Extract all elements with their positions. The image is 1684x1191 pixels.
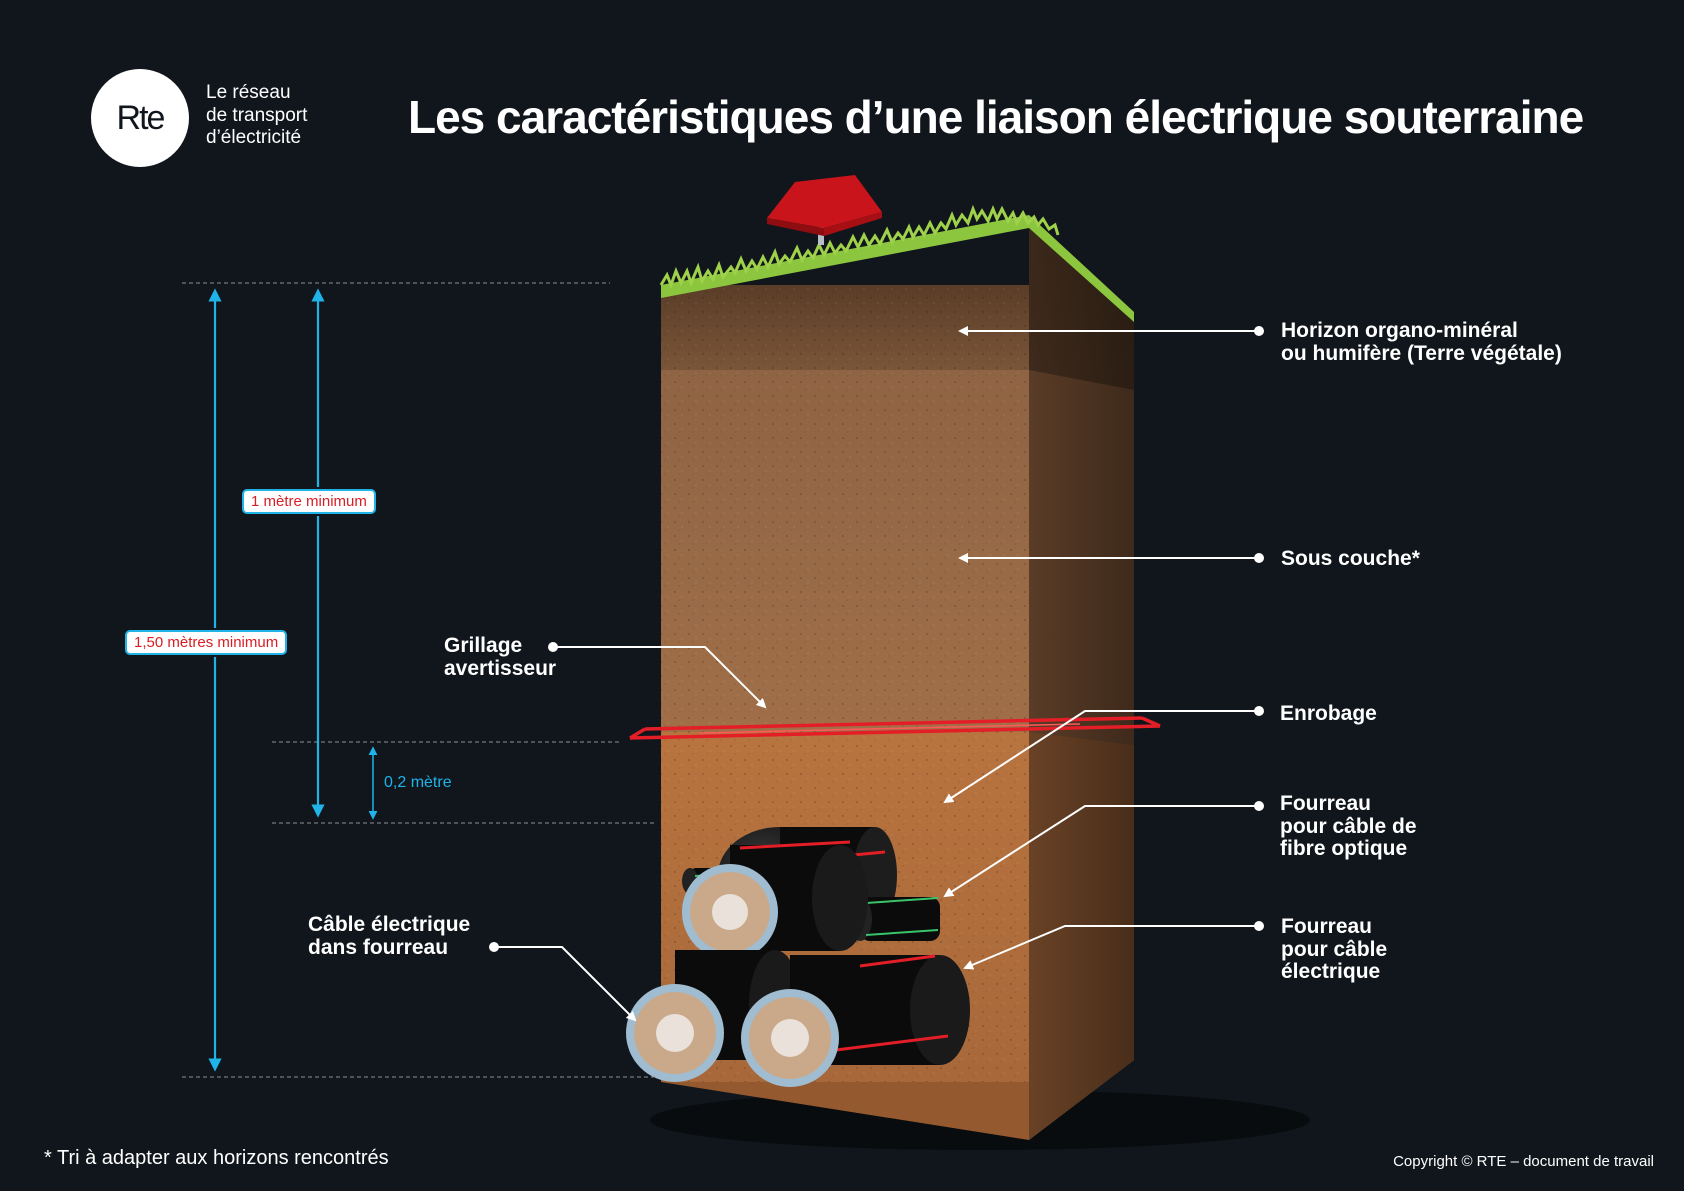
label-fourreau-fibre: Fourreau pour câble de fibre optique [1280, 792, 1417, 861]
warning-mesh [629, 716, 1161, 740]
dim-one-fifty: 1,50 mètres minimum [125, 630, 288, 655]
label-line: électrique [1281, 960, 1381, 983]
tagline-line: Le réseau [206, 82, 291, 103]
label-cable: Câble électrique dans fourreau [308, 913, 471, 959]
label-enrobage: Enrobage [1280, 702, 1377, 726]
rte-tagline: Le réseau de transport d’électricité [206, 82, 307, 150]
label-line: Fourreau [1281, 915, 1373, 938]
label-grillage: Grillage avertisseur [444, 634, 557, 680]
dimension-guides [182, 282, 655, 1078]
label-line: fibre optique [1280, 837, 1408, 860]
copyright: Copyright © RTE – document de travail [1393, 1153, 1654, 1170]
footnote: * Tri à adapter aux horizons rencontrés [44, 1147, 389, 1169]
dim-zero-two: 0,2 mètre [384, 774, 452, 791]
label-fourreau-cable: Fourreau pour câble électrique [1281, 915, 1388, 984]
label-line: dans fourreau [308, 935, 449, 959]
label-sous-couche: Sous couche* [1281, 547, 1420, 571]
warning-marker [767, 175, 882, 245]
rte-logo-text: Rte [116, 98, 166, 137]
label-line: Fourreau [1280, 792, 1372, 815]
label-line: Grillage [444, 634, 523, 657]
tagline-line: de transport [206, 104, 308, 126]
label-line: Sous couche* [1281, 547, 1420, 570]
conduits [626, 827, 970, 1087]
label-line: Horizon organo-minéral [1281, 319, 1518, 342]
label-line: avertisseur [444, 656, 557, 680]
callout-dots [489, 326, 1264, 952]
page-title: Les caractéristiques d’une liaison élect… [408, 91, 1584, 143]
label-line: ou humifère (Terre végétale) [1281, 341, 1562, 365]
rte-logo: Rte [91, 69, 189, 167]
label-line: pour câble [1281, 937, 1388, 961]
callout-leaders [494, 326, 1258, 1022]
dim-one-meter: 1 mètre minimum [242, 489, 376, 514]
dimension-arrows [208, 288, 378, 1072]
tagline-line: d’électricité [206, 127, 302, 148]
label-horizon: Horizon organo-minéral ou humifère (Terr… [1281, 319, 1562, 365]
label-line: pour câble de [1280, 814, 1417, 838]
label-line: Enrobage [1280, 702, 1377, 725]
label-line: Câble électrique [308, 913, 471, 936]
